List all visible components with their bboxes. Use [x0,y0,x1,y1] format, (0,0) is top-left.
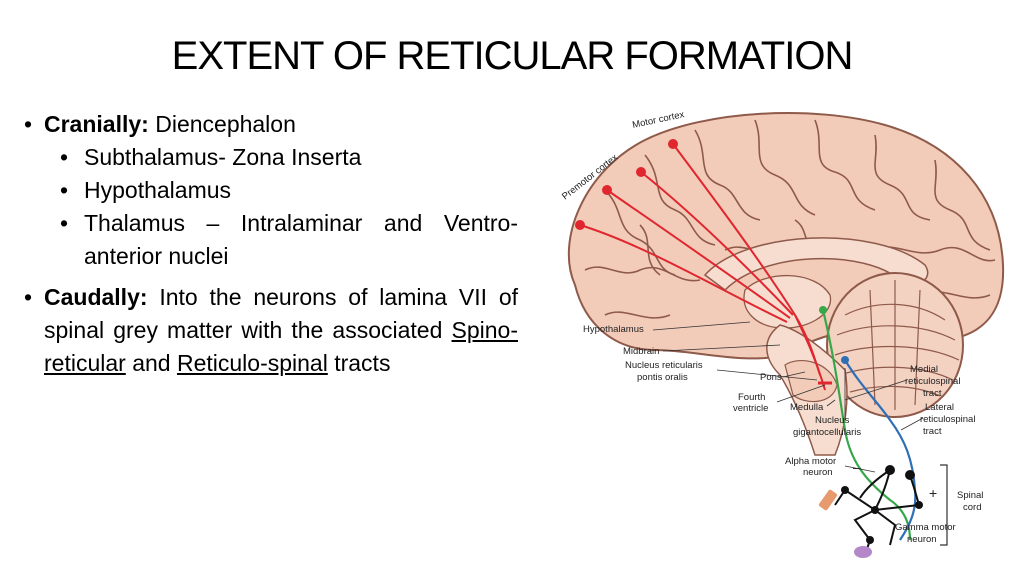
sub-bullet-thalamus: • Thalamus – Intralaminar and Ventro-ant… [22,207,518,273]
label-lrst-3: tract [923,426,942,437]
intrafusal-fiber [854,546,872,558]
bullet-text: tracts [327,350,391,376]
bullet-text: Subthalamus- Zona Inserta [84,144,362,170]
bullet-text: Diencephalon [148,111,296,137]
label-mrst-1: Medial [910,364,938,375]
bullet-text: Into the neurons of lamina VII of spinal… [44,284,518,343]
label-mrst-3: tract [923,388,942,399]
spino-reticular-term: Spino-reticular [44,317,518,376]
label-fourth-2: ventricle [733,403,768,414]
label-gamma-1: Gamma motor [895,522,956,533]
bullet-text: Hypothalamus [84,177,232,203]
bullet-caudally: • Caudally: Into the neurons of lamina V… [22,281,518,380]
reticular-formation-diagram: Motor cortex Premotor cortex Hypothalamu… [560,109,1005,558]
bullet-text: and [125,350,177,376]
reticulo-spinal-term: Reticulo-spinal [176,350,328,376]
cerebellum-folia [834,280,960,410]
bullet-dot: • [60,210,69,236]
bullet-dot: • [24,111,33,137]
cortical-neurons [575,139,678,230]
label-mrst-2: reticulospinal [905,376,960,387]
bullet-list: • Cranially: Diencephalon • Subthalamus-… [22,108,518,380]
label-pons: Pons [760,372,782,383]
label-spinal-2: cord [963,502,981,513]
bullet-heading: Cranially: [44,111,149,137]
slide-title: EXTENT OF RETICULAR FORMATION [171,34,854,78]
medial-reticulospinal-tract [821,309,912,541]
bullet-dot: • [60,144,69,170]
bullet-heading: Caudally: [44,284,148,310]
label-ngc-1: Nucleus [815,415,850,426]
label-hypothalamus: Hypothalamus [583,324,644,335]
label-plus: + [929,485,937,501]
label-gamma-2: neuron [907,534,937,545]
label-midbrain: Midbrain [623,346,659,357]
label-medulla: Medulla [790,402,824,413]
gyri-lines [584,119,996,319]
label-spinal-1: Spinal [957,490,983,501]
label-lrst-2: reticulospinal [920,414,975,425]
label-alpha-1: Alpha motor [785,456,836,467]
muscle-spindle [818,489,838,511]
label-fourth-1: Fourth [738,392,765,403]
bullet-text: Thalamus – Intralaminar and Ventro-anter… [84,210,518,269]
bullet-cranially: • Cranially: Diencephalon [22,108,518,141]
spinal-neurons [841,465,923,544]
bullet-dot: • [24,284,33,310]
label-alpha-2: neuron [803,467,833,478]
spinal-bracket [940,464,948,546]
label-ngc-2: gigantocellularis [793,427,861,438]
label-minus: – [853,459,861,475]
sub-bullet-hypothalamus: • Hypothalamus [22,174,518,207]
bullet-dot: • [60,177,69,203]
label-nrpo-1: Nucleus reticularis [625,360,703,371]
label-lrst-1: Lateral [925,402,954,413]
sub-bullet-subthalamus: • Subthalamus- Zona Inserta [22,141,518,174]
label-nrpo-2: pontis oralis [637,372,688,383]
label-leader-lines [652,321,924,473]
